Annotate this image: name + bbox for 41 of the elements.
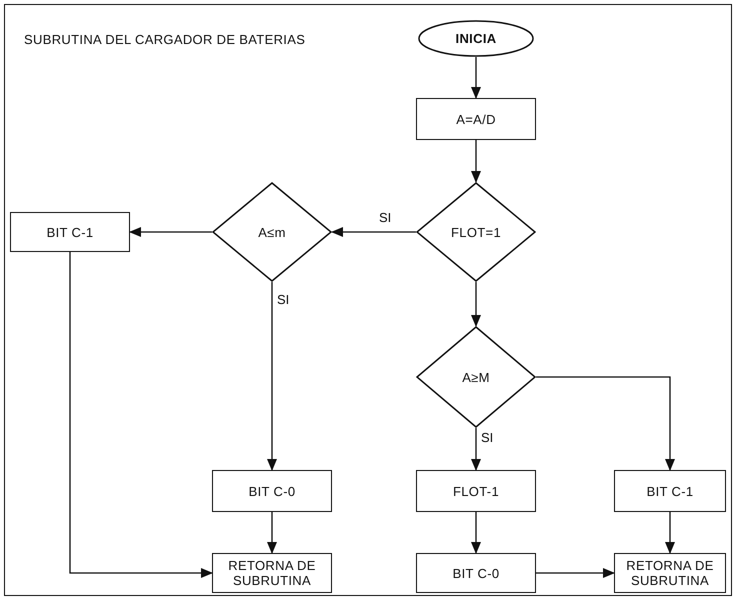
arrow: [331, 227, 416, 237]
node-label: A=A/D: [456, 112, 496, 126]
node-label: FLOT=1: [451, 224, 501, 240]
node-label: RETORNA DE SUBRUTINA: [625, 558, 715, 588]
process-box: [614, 470, 726, 512]
process-box: [614, 553, 726, 593]
arrow: [471, 512, 481, 554]
edge-label: SI: [378, 210, 392, 225]
arrow: [471, 57, 481, 99]
node-label: FLOT-1: [452, 484, 499, 498]
arrow: [536, 376, 675, 471]
arrow: [267, 282, 277, 471]
decision-diamond: [212, 182, 332, 282]
process-box: [416, 470, 536, 512]
node-label: A≤m: [258, 224, 286, 240]
node-label: BIT C-1: [646, 484, 694, 498]
arrow: [129, 227, 212, 237]
decision-diamond: [416, 182, 536, 282]
arrow: [665, 512, 675, 554]
node-label: BIT C-0: [248, 484, 296, 498]
arrow: [267, 512, 277, 554]
node-label: INICIA: [456, 31, 496, 46]
arrow: [536, 568, 615, 578]
terminal-oval: [418, 20, 534, 57]
diagram-title: SUBRUTINA DEL CARGADOR DE BATERIAS: [24, 31, 306, 49]
arrow: [471, 140, 481, 183]
process-box: [212, 553, 332, 593]
node-label: BIT C-0: [452, 566, 500, 580]
arrow: [471, 428, 481, 471]
decision-diamond: [416, 326, 536, 428]
node-label: BIT C-1: [46, 224, 94, 240]
process-box: [10, 212, 130, 252]
edge-label: SI: [480, 430, 494, 445]
process-box: [416, 98, 536, 140]
edge-label: SI: [276, 292, 290, 307]
node-label: RETORNA DE SUBRUTINA: [227, 558, 317, 588]
process-box: [416, 553, 536, 593]
arrow: [69, 252, 213, 578]
arrow: [471, 282, 481, 327]
process-box: [212, 470, 332, 512]
node-label: A≥M: [462, 370, 490, 384]
